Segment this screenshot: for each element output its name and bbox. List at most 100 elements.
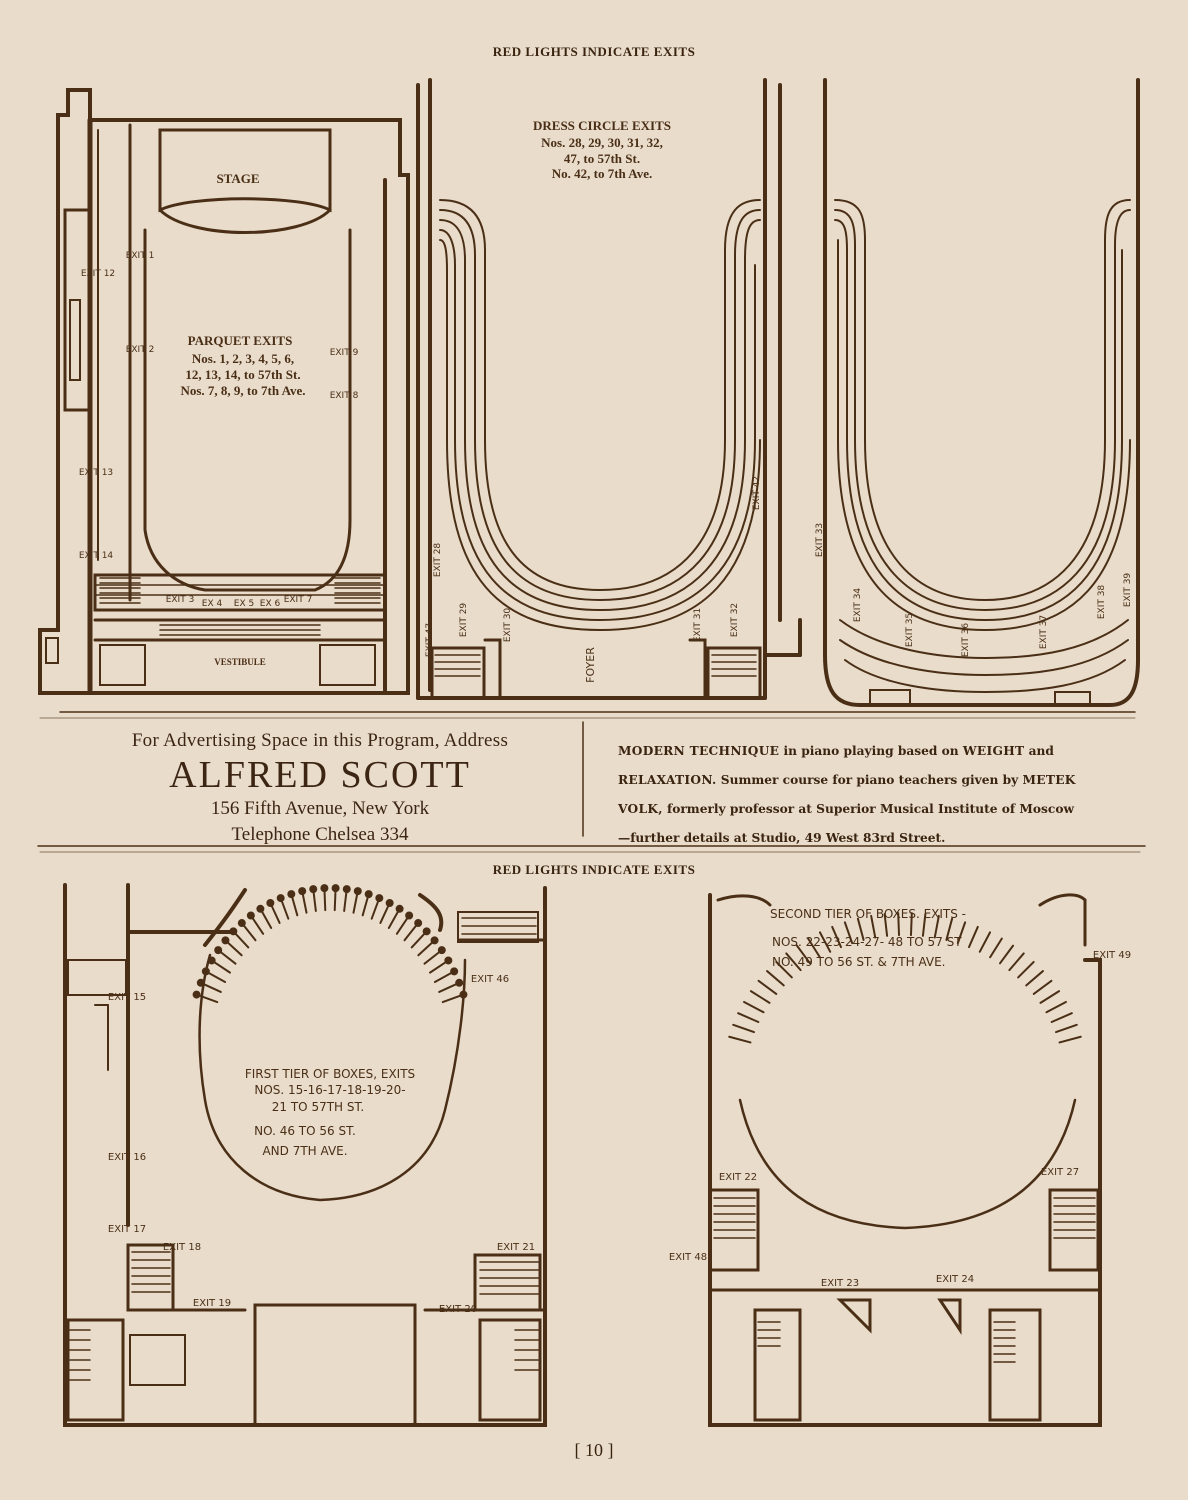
exit-label: EXIT 47	[425, 623, 435, 657]
dress-circle-stair-hatching	[434, 654, 757, 677]
advertising-line: For Advertising Space in this Program, A…	[131, 730, 509, 751]
first-tier-line-2: NOS. 15-16-17-18-19-20-	[254, 1083, 405, 1097]
box-partition-end	[342, 885, 351, 894]
box-partition	[978, 931, 992, 953]
exit-label: EXIT 35	[905, 613, 915, 647]
second-tier-box-partitions	[728, 912, 1082, 1044]
second-tier-plan	[708, 893, 1102, 1427]
exit-label: EXIT 36	[961, 623, 971, 658]
box-partition	[967, 925, 979, 949]
exit-label: EXIT 12	[81, 269, 115, 279]
box-partition	[795, 944, 811, 965]
box-partition-end	[375, 894, 384, 903]
parquet-stair-hatching	[99, 577, 381, 636]
parquet-plan	[38, 88, 410, 695]
dress-circle-line-1: Nos. 28, 29, 30, 31, 32,	[541, 135, 663, 150]
first-tier-stair-hatching	[69, 917, 539, 1381]
exit-notice-middle: RED LIGHTS INDICATE EXITS	[492, 862, 696, 877]
dress-circle-title: DRESS CIRCLE EXITS	[533, 118, 671, 133]
exit-label: EXIT 42	[752, 476, 762, 510]
box-partition	[737, 1012, 760, 1024]
box-partition-end	[450, 967, 459, 976]
box-partition-end	[414, 919, 423, 928]
balcony-plan	[763, 78, 1140, 707]
advertising-notice: For Advertising Space in this Program, A…	[60, 730, 580, 848]
box-partition-end	[309, 885, 318, 894]
first-tier-legend: FIRST TIER OF BOXES, EXITS NOS. 15-16-17…	[245, 1067, 415, 1158]
box-partition	[897, 912, 901, 937]
box-partition	[1025, 970, 1044, 987]
dress-circle-exit-labels: EXIT 28 EXIT 29 EXIT 30 EXIT 31 EXIT 32 …	[425, 476, 762, 657]
box-partition	[807, 937, 821, 959]
advertiser-name: ALFRED SCOTT	[169, 754, 471, 796]
box-partition-end	[430, 936, 439, 945]
first-tier-box-partitions	[192, 884, 468, 1004]
exit-label: EXIT 2	[126, 345, 155, 355]
box-partition	[956, 921, 967, 945]
box-partition-end	[256, 904, 265, 913]
box-partition	[1055, 1023, 1078, 1034]
box-partition-end	[331, 884, 340, 893]
box-partition-end	[385, 898, 394, 907]
box-partition	[1017, 960, 1035, 979]
exit-label: EXIT 21	[497, 1242, 535, 1253]
second-tier-exit-labels: EXIT 22 EXIT 23 EXIT 24 EXIT 27 EXIT 48 …	[669, 950, 1131, 1289]
notice-emphasis: METEK	[1022, 773, 1076, 787]
box-partition	[757, 979, 778, 995]
exit-label: EXIT 27	[1041, 1167, 1079, 1178]
exit-label: EXIT 8	[330, 391, 359, 401]
box-partition-end	[444, 956, 453, 965]
exit-label: EXIT 28	[433, 543, 443, 578]
box-partition	[1032, 979, 1053, 995]
dress-circle-plan	[416, 78, 767, 700]
box-partition	[856, 917, 865, 941]
box-partition	[999, 944, 1015, 965]
box-partition-end	[320, 884, 329, 893]
box-partition	[743, 1000, 765, 1014]
piano-course-notice: MODERN TECHNIQUE in piano playing based …	[618, 737, 1133, 853]
exit-label: EX 5	[234, 599, 254, 609]
exit-label: EXIT 3	[166, 595, 195, 605]
exit-label: EXIT 17	[108, 1224, 146, 1235]
box-partition-end	[298, 887, 307, 896]
foyer-label: FOYER	[584, 647, 597, 683]
first-tier-line-4: NO. 46 TO 56 ST.	[254, 1124, 356, 1138]
exit-label: EXIT 22	[719, 1172, 757, 1183]
box-partition	[1008, 952, 1025, 972]
exit-label: EXIT 30	[503, 608, 513, 643]
exit-label: EXIT 48	[669, 1252, 707, 1263]
exit-label: EX 6	[260, 599, 281, 609]
notice-emphasis: VOLK,	[618, 802, 663, 816]
exit-label: EXIT 23	[821, 1278, 859, 1289]
exit-label: EXIT 1	[126, 251, 155, 261]
box-partition-end	[237, 919, 246, 928]
exit-label: EXIT 18	[163, 1242, 201, 1253]
parquet-title: PARQUET EXITS	[188, 333, 293, 348]
box-partition-end	[437, 946, 446, 955]
second-tier-legend: SECOND TIER OF BOXES. EXITS - NOS. 22-23…	[770, 907, 966, 969]
box-partition	[870, 914, 877, 939]
advertiser-address: 156 Fifth Avenue, New York	[210, 798, 430, 819]
box-partition	[766, 970, 785, 987]
parquet-exit-labels: EXIT 1 EXIT 2 EXIT 3 EX 4 EX 5 EX 6 EXIT…	[79, 251, 359, 609]
box-partition-end	[192, 990, 201, 999]
exit-label: EXIT 14	[79, 551, 114, 561]
notice-text: formerly professor at Superior Musical I…	[662, 802, 1074, 816]
box-partition-end	[201, 967, 210, 976]
exit-label: EXIT 20	[439, 1304, 477, 1315]
exit-label: EXIT 15	[108, 992, 146, 1003]
box-partition-end	[229, 927, 238, 936]
exit-label: EXIT 33	[815, 523, 825, 557]
exit-label: EXIT 31	[693, 608, 703, 642]
box-partition	[1045, 1000, 1067, 1014]
vestibule-label: VESTIBULE	[214, 657, 266, 667]
box-partition-end	[422, 927, 431, 936]
box-partition-end	[266, 898, 275, 907]
exit-label: EXIT 34	[853, 588, 863, 623]
parquet-line-3: Nos. 7, 8, 9, to 7th Ave.	[180, 383, 305, 398]
box-partition-end	[276, 894, 285, 903]
exit-label: EXIT 19	[193, 1298, 231, 1309]
exit-label: EXIT 38	[1097, 585, 1107, 620]
advertiser-phone: Telephone Chelsea 334	[231, 824, 409, 845]
